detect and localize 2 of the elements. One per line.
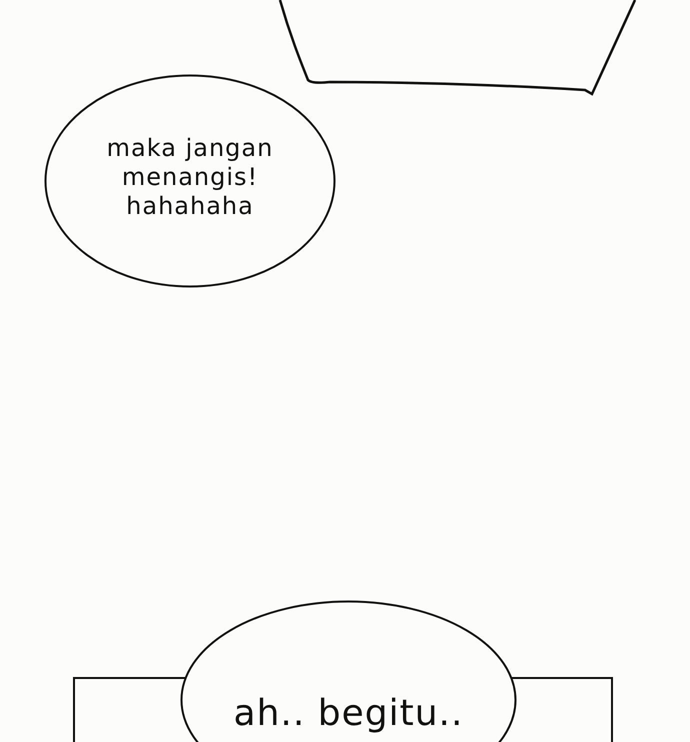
dialogue-text: ah.. begitu.. (232, 692, 464, 736)
dialogue-text: maka jangan menangis! hahahaha (106, 134, 274, 220)
